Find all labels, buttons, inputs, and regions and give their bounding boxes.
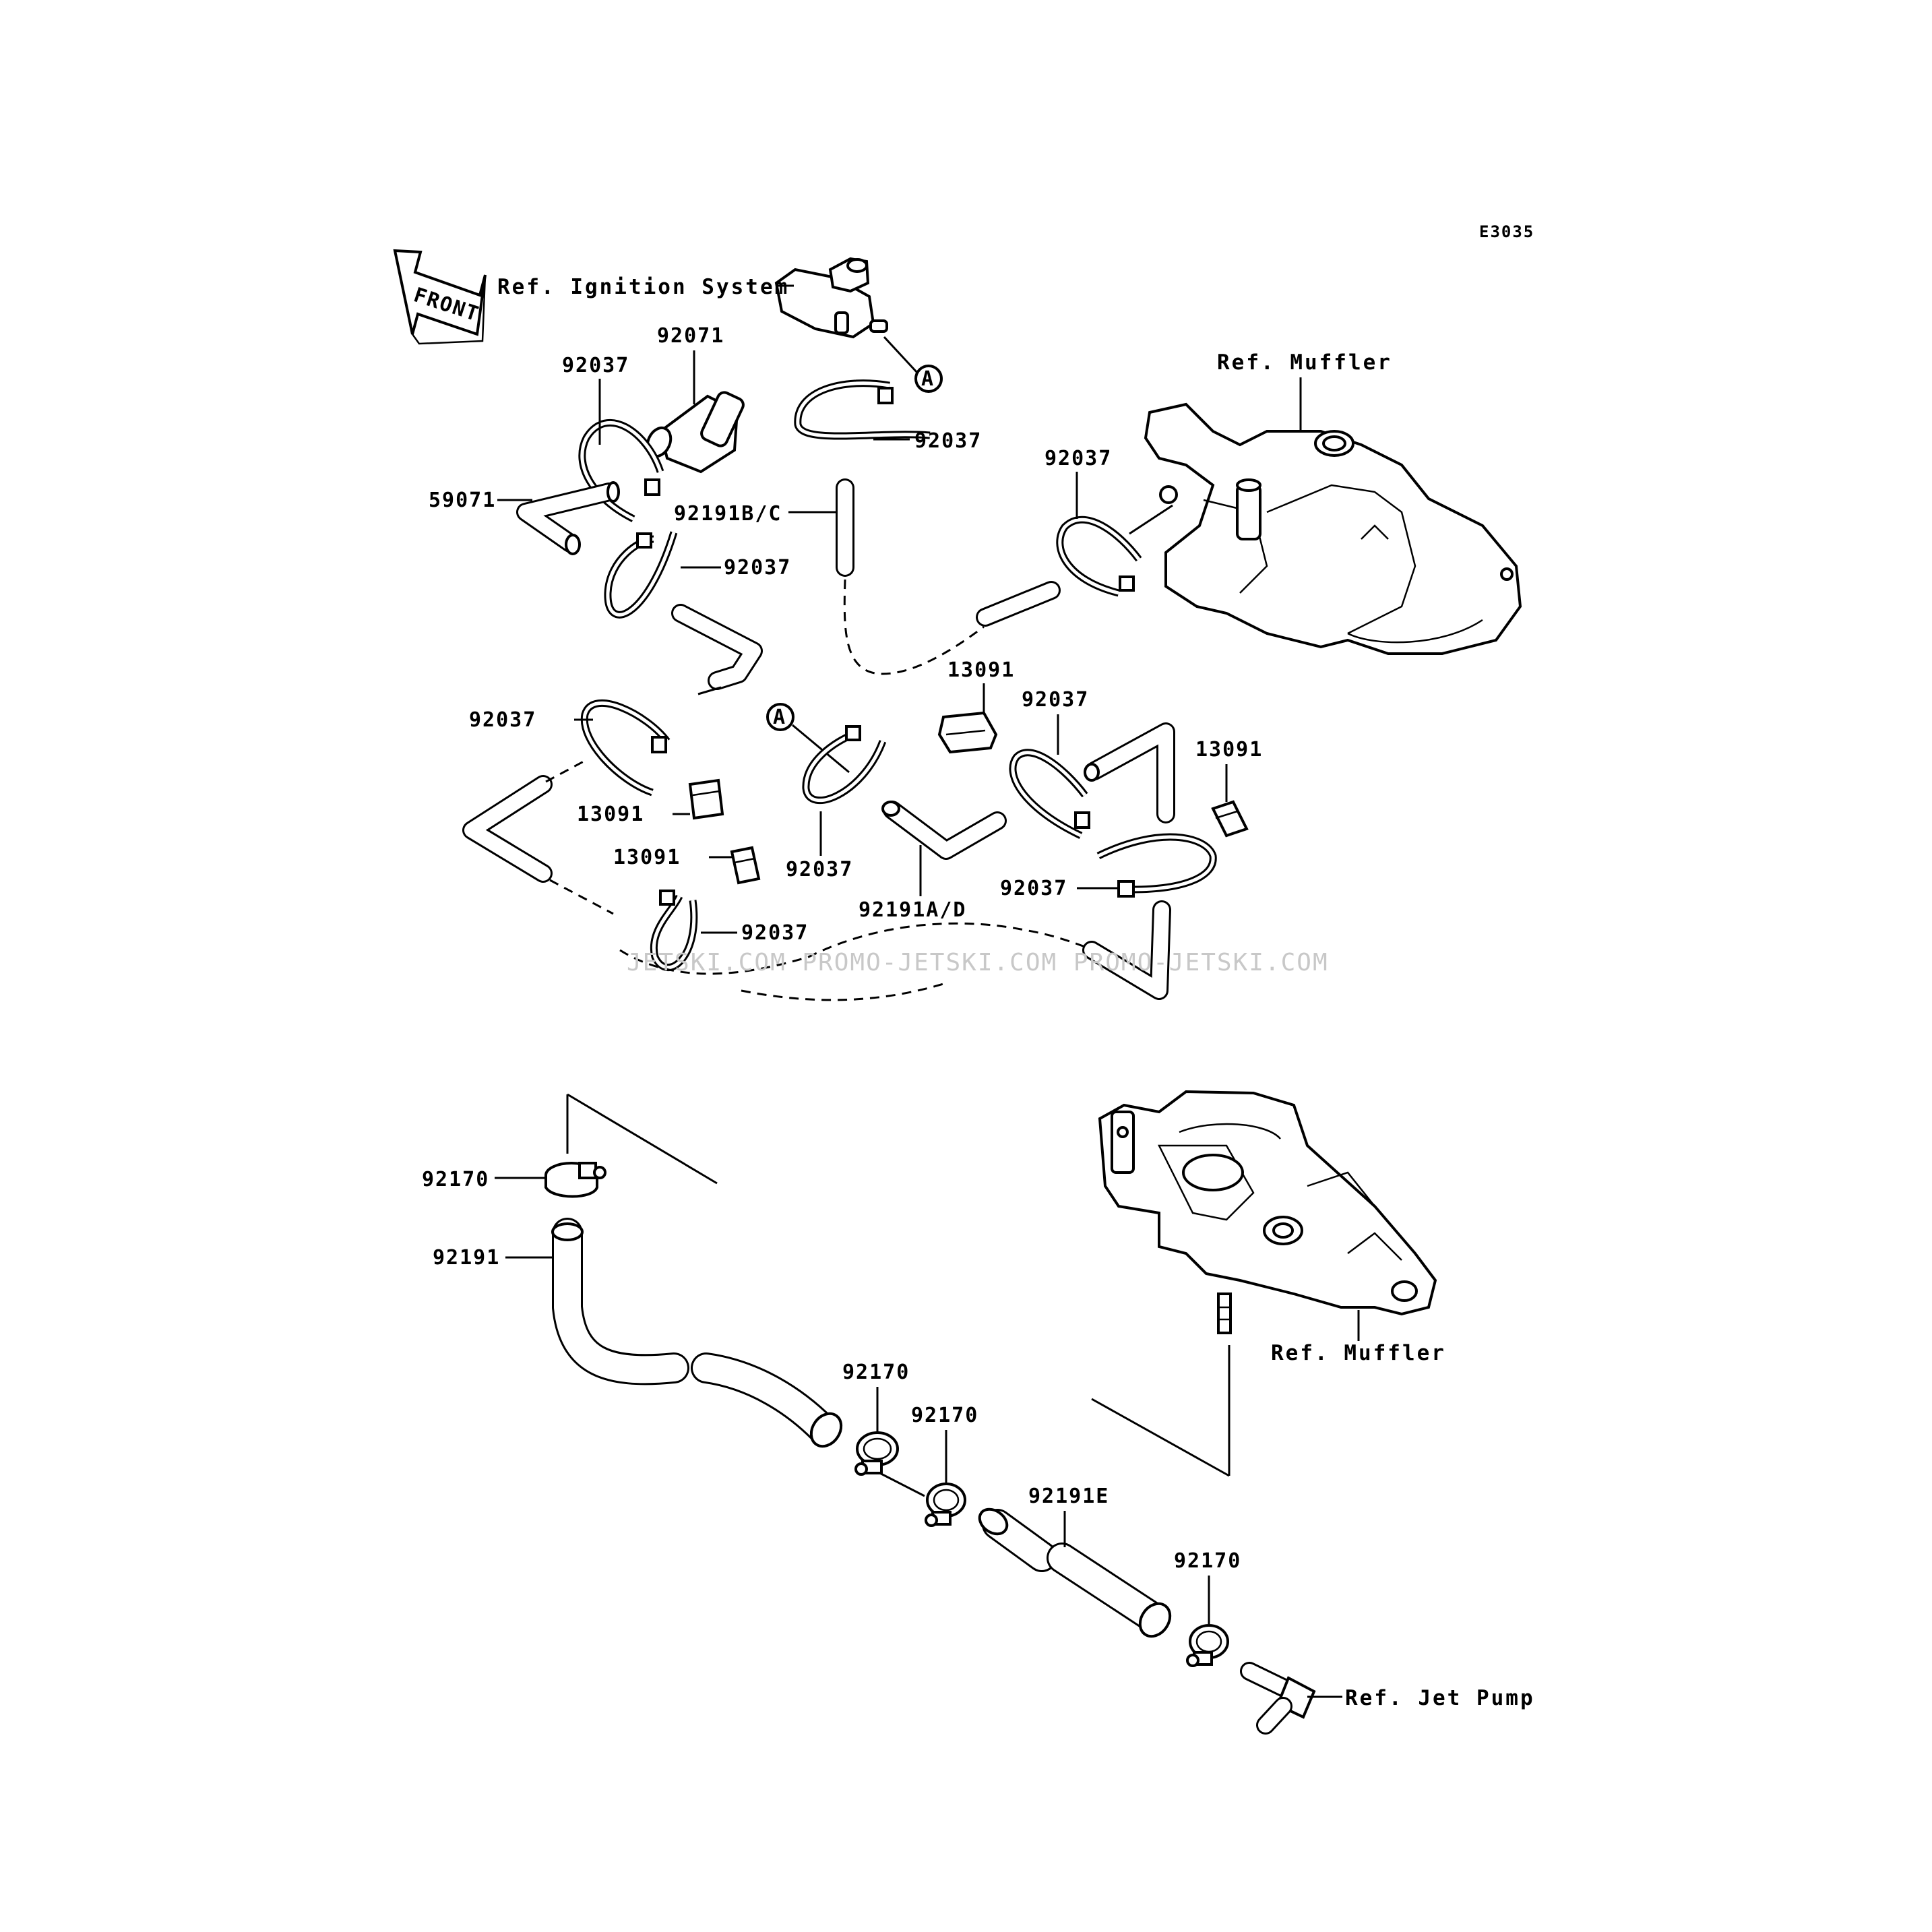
label-92037-d: 92037	[1045, 447, 1112, 470]
ref-jet-pump-label: Ref. Jet Pump	[1345, 1686, 1535, 1710]
label-92037-i: 92037	[1000, 877, 1067, 900]
muffler-bottom-icon	[1098, 1090, 1437, 1334]
ref-ignition-label: Ref. Ignition System	[497, 275, 789, 299]
callout-a-top: A	[921, 367, 935, 391]
jet-pump-fitting-icon	[1240, 1662, 1316, 1735]
elbow-fitting-icon	[516, 481, 620, 555]
hose-clamp-icon	[544, 1162, 606, 1198]
label-92191ad: 92191A/D	[859, 898, 967, 922]
callout-a-mid: A	[773, 706, 786, 729]
label-92191bc: 92191B/C	[674, 502, 782, 526]
label-13091-b: 13091	[577, 803, 644, 826]
label-92170-b: 92170	[842, 1361, 910, 1384]
label-59071: 59071	[429, 489, 496, 512]
cap-icon	[937, 711, 998, 754]
label-92170-a: 92170	[422, 1168, 489, 1191]
label-92037-f: 92037	[741, 921, 809, 945]
label-92037-b: 92037	[724, 556, 791, 580]
label-13091-c: 13091	[613, 846, 681, 869]
ignition-coil-icon	[774, 257, 888, 339]
fitting-icon	[646, 391, 745, 474]
label-13091-a: 13091	[947, 658, 1015, 682]
cap-icon	[688, 778, 724, 820]
label-92037-h: 92037	[1022, 688, 1089, 712]
muffler-top-icon	[1144, 402, 1522, 655]
label-92037-e: 92037	[469, 708, 536, 732]
label-92071: 92071	[657, 324, 724, 348]
watermark: JETSKI.COM PROMO-JETSKI.COM PROMO-JETSKI…	[627, 949, 1329, 976]
cap-icon	[1211, 800, 1249, 838]
ref-muffler-top-label: Ref. Muffler	[1217, 350, 1392, 375]
front-arrow-icon: FRONT	[393, 249, 487, 345]
ref-muffler-bottom-label: Ref. Muffler	[1271, 1341, 1446, 1365]
cap-icon	[730, 846, 761, 885]
label-13091-d: 13091	[1195, 738, 1263, 761]
diagram-code: E3035	[1479, 222, 1534, 241]
hose-clamp-icon	[925, 1483, 966, 1527]
label-92037-g: 92037	[786, 858, 853, 881]
label-92037-a: 92037	[562, 354, 629, 377]
label-92037-c: 92037	[914, 429, 982, 453]
label-92170-d: 92170	[1174, 1549, 1241, 1573]
label-92170-c: 92170	[911, 1404, 978, 1427]
hose-clamp-icon	[1186, 1624, 1229, 1667]
label-92191: 92191	[433, 1246, 500, 1270]
label-92191e: 92191E	[1028, 1485, 1109, 1508]
hose-clamp-icon	[854, 1431, 899, 1476]
